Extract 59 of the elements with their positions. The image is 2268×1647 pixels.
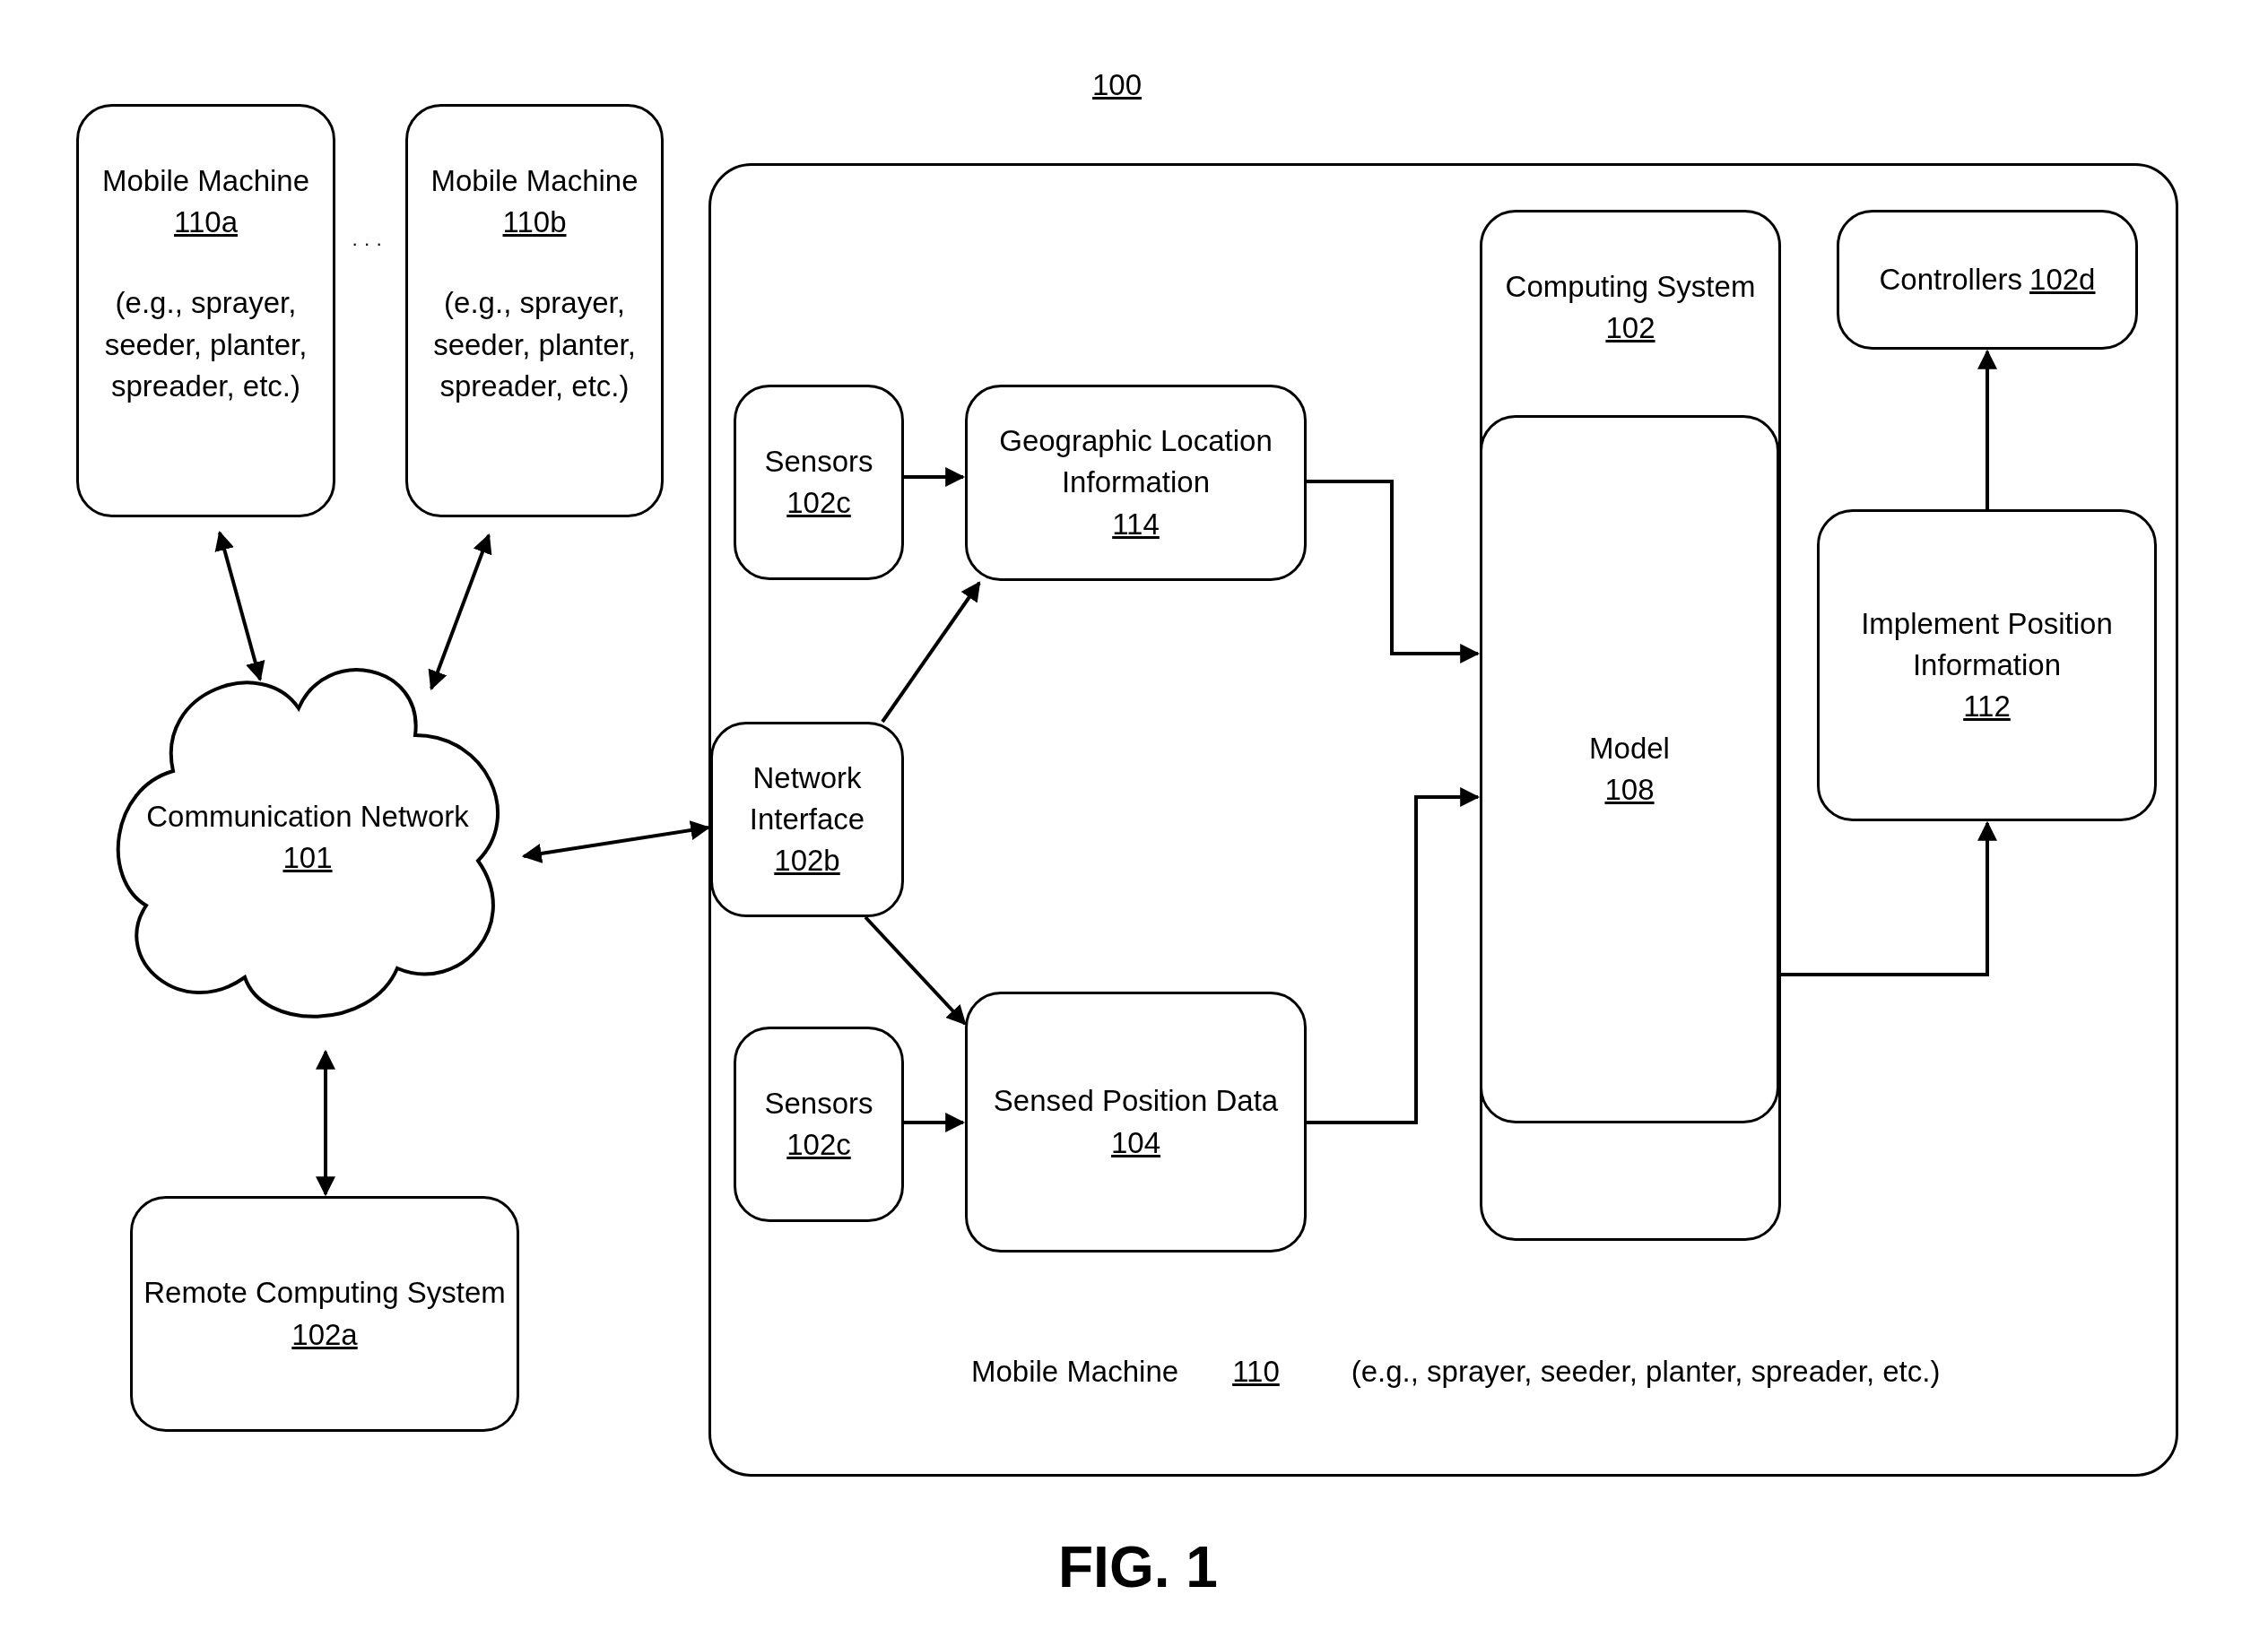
- rounded-box: [734, 1027, 904, 1222]
- reference-number: 100: [1092, 67, 1143, 103]
- reference-number: 110b: [502, 204, 567, 241]
- arrow: [881, 581, 981, 724]
- reference-number: 104: [1110, 1124, 1161, 1161]
- node-label: Mobile Machine: [430, 163, 639, 199]
- reference-number: 110a: [174, 204, 238, 241]
- arrow: [316, 1049, 335, 1197]
- arrow: [904, 467, 966, 487]
- reference-number: 110: [1232, 1354, 1280, 1390]
- node-label: Mobile Machine: [971, 1354, 1179, 1390]
- node-label: Sensors: [764, 1085, 873, 1122]
- reference-number: 102a: [291, 1316, 358, 1353]
- reference-number: 108: [1604, 772, 1655, 808]
- reference-number: 102c: [786, 1127, 851, 1163]
- node-label: Geographic Location Information: [998, 423, 1273, 501]
- node-label: (e.g., sprayer, seeder, planter, spreader, etc.): [1351, 1354, 1941, 1390]
- reference-number: 114: [1112, 506, 1160, 542]
- node-label: Communication Network: [146, 798, 469, 835]
- node-label: (e.g., sprayer, seeder, planter, spreader, etc.): [103, 285, 308, 404]
- rounded-box: [965, 992, 1307, 1253]
- node-label: Remote Computing System: [143, 1275, 506, 1312]
- figure-caption: FIG. 1: [1058, 1534, 1218, 1601]
- rounded-box: [734, 385, 904, 580]
- node-label: Sensed Position Data: [993, 1083, 1279, 1120]
- node-label: Sensors: [764, 443, 873, 480]
- arrow: [428, 533, 492, 691]
- reference-number: 102d: [2029, 261, 2096, 298]
- reference-number: 102c: [786, 485, 851, 521]
- rounded-box: [76, 104, 335, 517]
- arrow: [1307, 480, 1481, 663]
- node-label: Computing System: [1505, 269, 1756, 305]
- ellipsis: · · ·: [352, 231, 383, 256]
- arrow: [521, 820, 711, 863]
- rounded-box: [130, 1196, 519, 1432]
- arrow: [904, 1113, 966, 1132]
- machine-container: [708, 163, 2178, 1477]
- arrow: [1977, 349, 1997, 509]
- rounded-box: [965, 385, 1307, 581]
- arrow: [1779, 820, 1997, 976]
- rounded-box: [1480, 210, 1781, 1241]
- arrow: [864, 915, 967, 1026]
- rounded-box: [1837, 210, 2138, 350]
- reference-number: 102b: [774, 843, 840, 880]
- node-label: Network Interface: [748, 759, 866, 837]
- node-label: (e.g., sprayer, seeder, planter, spreader, etc.): [432, 285, 637, 404]
- rounded-box: [1480, 415, 1779, 1123]
- rounded-box: [1817, 509, 2157, 821]
- reference-number: 102: [1605, 310, 1655, 347]
- rounded-box: [405, 104, 664, 517]
- node-label: Model: [1589, 730, 1670, 767]
- arrow: [1307, 787, 1481, 1124]
- node-label: Controllers: [1879, 261, 2023, 298]
- reference-number: 101: [282, 840, 333, 876]
- node-label: Implement Position Information: [1860, 605, 2114, 683]
- rounded-box: [710, 722, 904, 917]
- node-label: Mobile Machine: [101, 163, 310, 199]
- reference-number: 112: [1963, 689, 2011, 725]
- arrow: [214, 530, 265, 682]
